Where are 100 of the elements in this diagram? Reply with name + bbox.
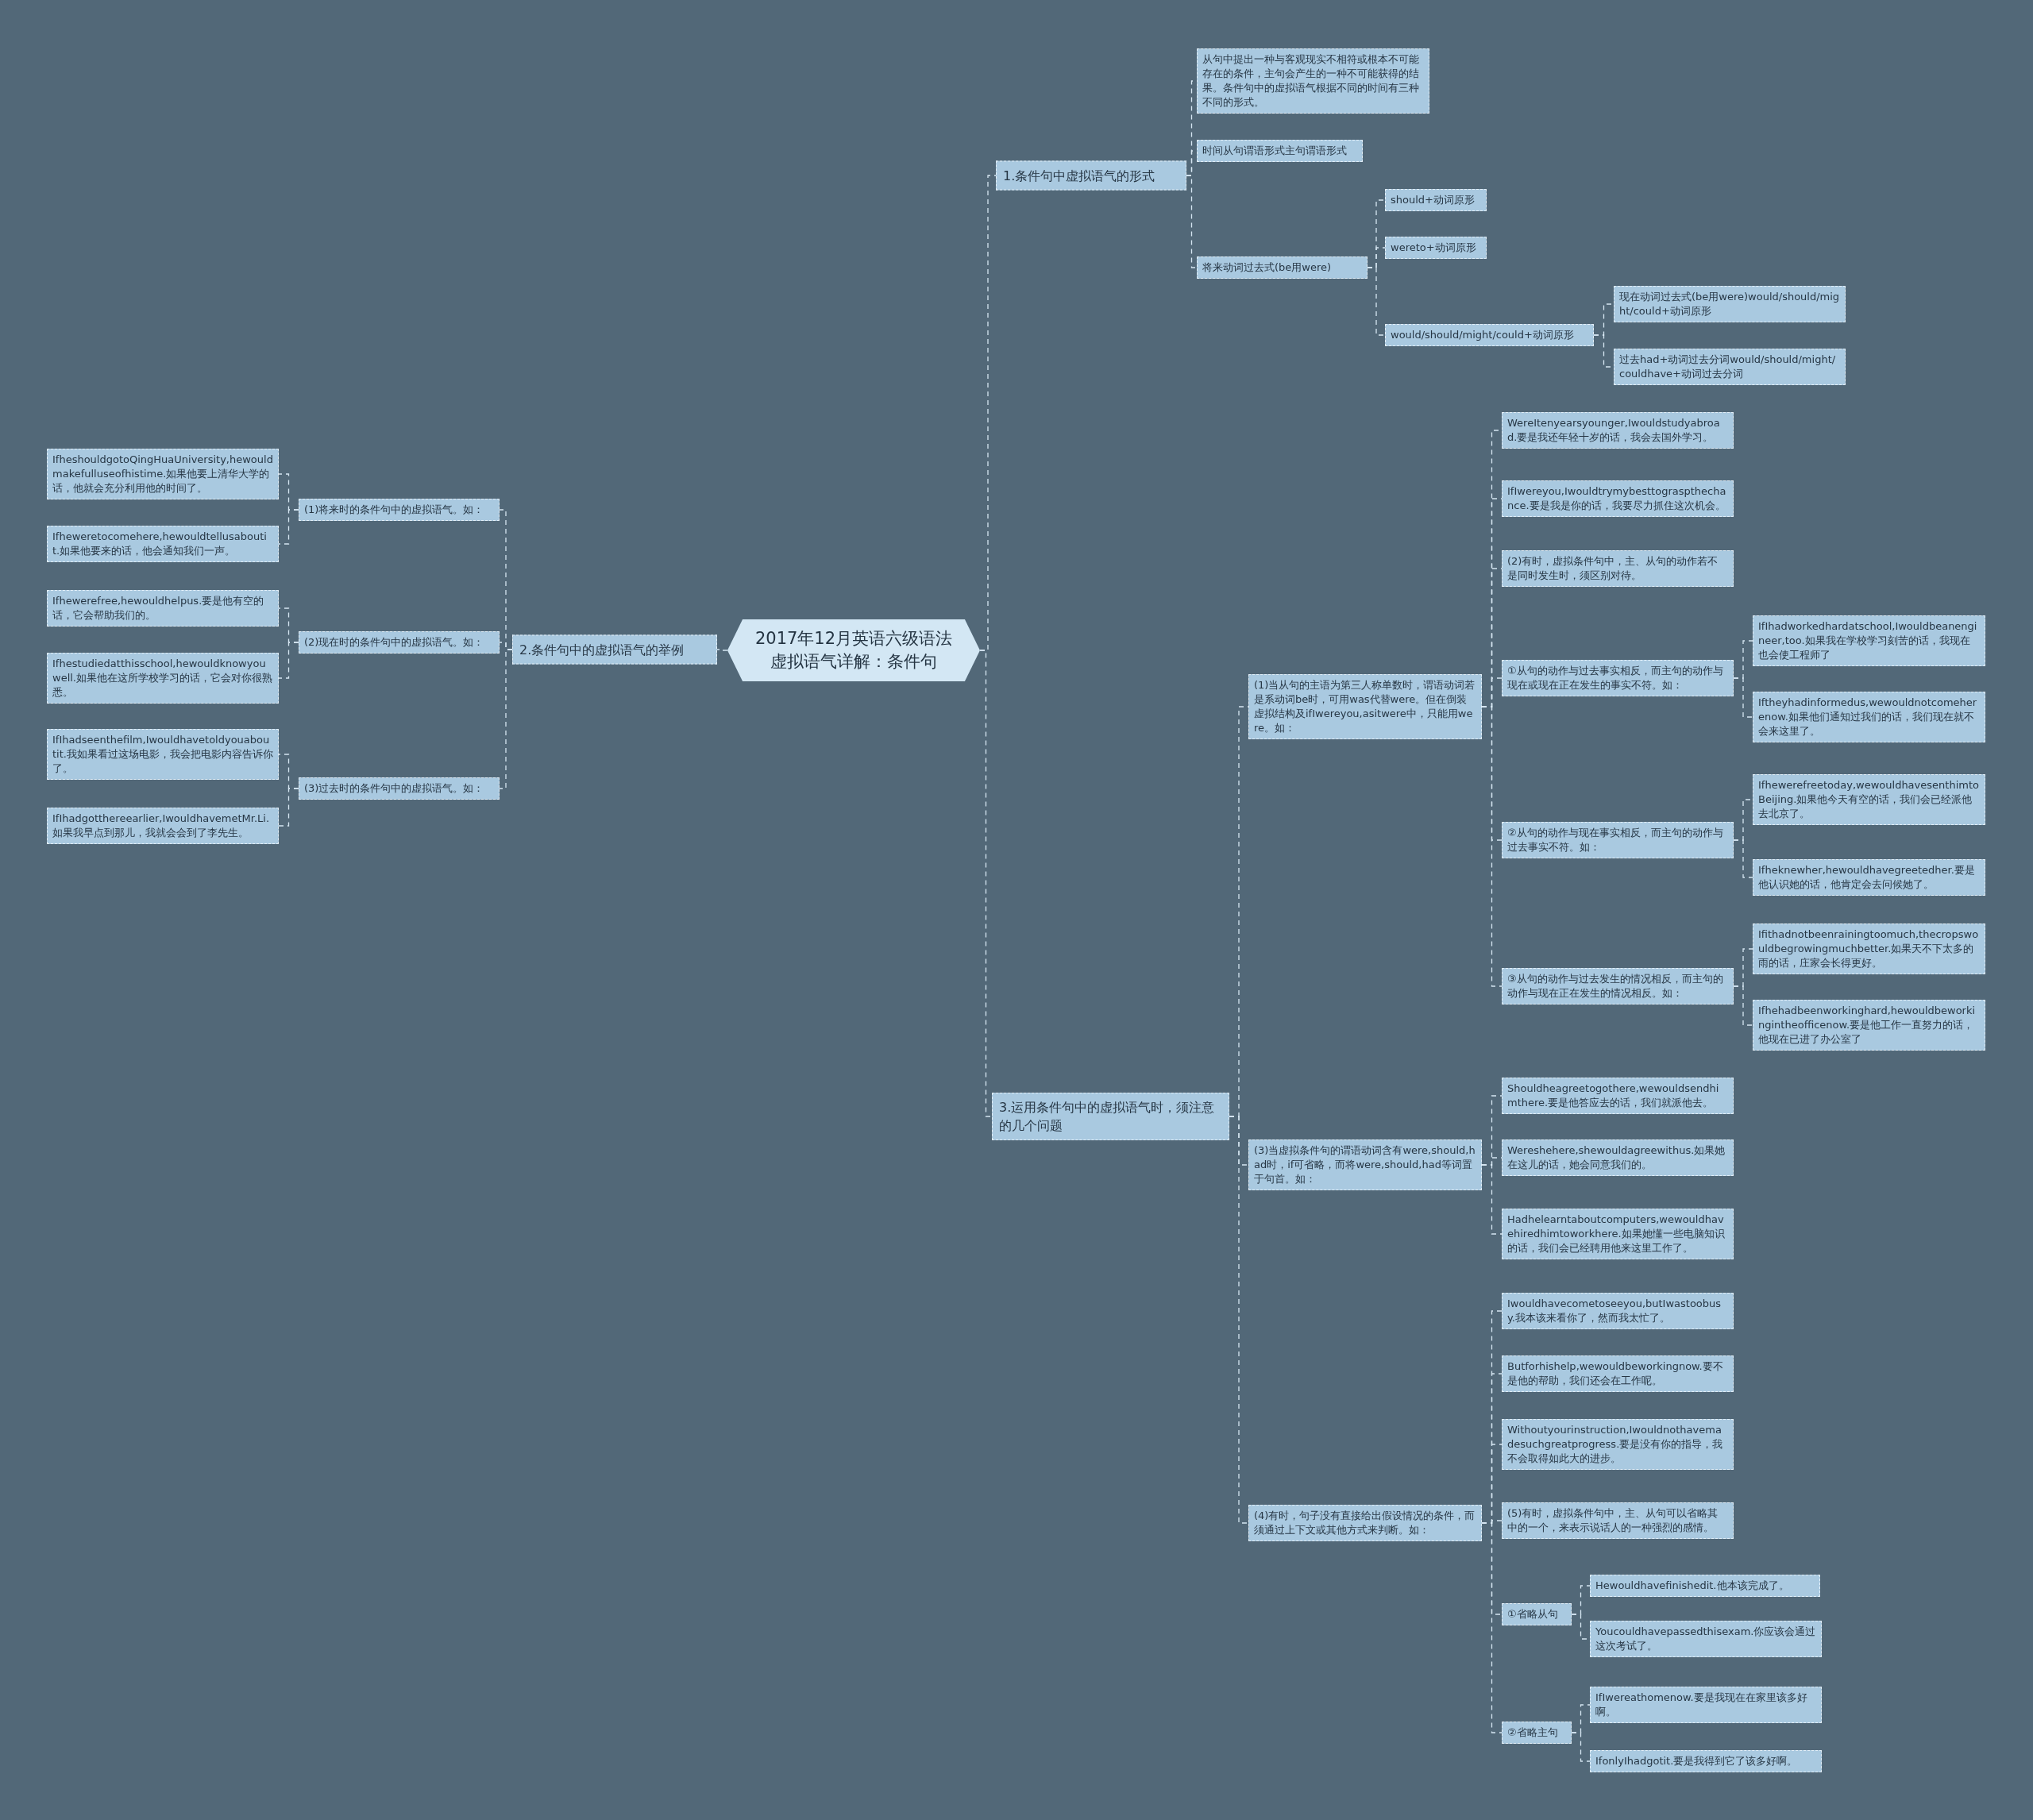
topic-text: ②省略主句 bbox=[1507, 1726, 1559, 1740]
topic-box bbox=[1248, 1139, 1482, 1190]
topic-text: 从句中提出一种与客观现实不相符或根本不可能存在的条件，主句会产生的一种不可能获得的结果。条件句中的虚拟语气根据不同的时间有三种不同的形式。 bbox=[1202, 52, 1420, 110]
topic-text: Ifithadnotbeenrainingtoomuch,thecropswouldbegrowingmuchbetter.如果天不下太多的雨的话，庄家会长得更好。 bbox=[1758, 927, 1980, 970]
topic-text: IfIhadworkedhardatschool,Iwouldbeanengineer,too.如果我在学校学习刻苦的话，我现在也会使工程师了 bbox=[1758, 619, 1978, 662]
topic-text: 1.条件句中虚拟语气的形式 bbox=[1003, 167, 1156, 185]
topic-box bbox=[299, 631, 500, 654]
topic-box bbox=[1385, 324, 1594, 346]
topic-text: Iwouldhavecometoseeyou,butIwastoobusy.我本该来看你了，然而我太忙了。 bbox=[1507, 1297, 1722, 1325]
connector-line bbox=[1481, 1522, 1503, 1733]
topic-text: (1)将来时的条件句中的虚拟语气。如： bbox=[304, 503, 485, 517]
topic-text: 现在动词过去式(be用were)would/should/might/could+动词原形 bbox=[1619, 290, 1840, 318]
topic-text: IfIwereyou,Iwouldtrymybesttograspthechance.要是我是你的话，我要尽力抓住这次机会。 bbox=[1507, 484, 1727, 513]
topic-text: 将来动词过去式(be用were) bbox=[1202, 260, 1333, 275]
topic-text: Ifhehadbeenworkinghard,hewouldbeworkingintheofficenow.要是他工作一直努力的话，他现在已进了办公室了 bbox=[1758, 1004, 1977, 1047]
topic-text: (3)当虚拟条件句的谓语动词含有were,should,had时，if可省略，而将were,should,had等词置于句首。如： bbox=[1254, 1143, 1476, 1186]
topic-box bbox=[1753, 923, 1985, 974]
topic-text: Ifheweretocomehere,hewouldtellusaboutit.如果他要来的话，他会通知我们一声。 bbox=[52, 530, 268, 558]
branch-topic-box bbox=[996, 160, 1186, 191]
connector-line bbox=[1367, 267, 1386, 336]
topic-box bbox=[1590, 1750, 1822, 1772]
topic-text: Iftheyhadinformedus,wewouldnotcomeherenow.如果他们通知过我们的话，我们现在就不会来这里了。 bbox=[1758, 696, 1978, 738]
topic-box bbox=[1385, 237, 1487, 259]
topic-box bbox=[1590, 1621, 1822, 1657]
connector-line bbox=[1733, 677, 1753, 718]
topic-text: ③从句的动作与过去发生的情况相反，而主句的动作与现在正在发生的情况相反。如： bbox=[1507, 972, 1724, 1001]
topic-box bbox=[1502, 550, 1734, 587]
topic-box bbox=[1753, 859, 1985, 896]
topic-text: Shouldheagreetogothere,wewouldsendhimthere.要是他答应去的话，我们就派他去。 bbox=[1507, 1082, 1720, 1110]
topic-box bbox=[1753, 1000, 1985, 1051]
topic-box bbox=[1753, 692, 1985, 742]
topic-box bbox=[1502, 968, 1734, 1004]
topic-box bbox=[1385, 189, 1487, 211]
topic-text: Ifhewerefreetoday,wewouldhavesenthimtoBeijing.如果他今天有空的话，我们会已经派他去北京了。 bbox=[1758, 778, 1980, 821]
topic-text: Ifhestudiedatthisschool,hewouldknowyouwell.如果他在这所学校学习的话，它会对你很熟悉。 bbox=[52, 657, 273, 700]
topic-text: (3)过去时的条件句中的虚拟语气。如： bbox=[304, 781, 485, 796]
topic-text: IfonlyIhadgotit.要是我得到它了该多好啊。 bbox=[1595, 1754, 1799, 1768]
connector-line bbox=[1571, 1732, 1591, 1762]
topic-box bbox=[1502, 1603, 1572, 1625]
topic-box bbox=[1753, 774, 1985, 825]
topic-box bbox=[299, 777, 500, 800]
topic-box bbox=[1502, 1722, 1572, 1744]
topic-text: Hadhelearntaboutcomputers,wewouldhavehiredhimtoworkhere.如果她懂一些电脑知识的话，我们会已经聘用他来这里工作了。 bbox=[1507, 1213, 1726, 1255]
topic-box bbox=[1197, 256, 1368, 279]
topic-box bbox=[1502, 480, 1734, 517]
topic-text: (5)有时，虚拟条件句中，主、从句可以省略其中的一个，来表示说话人的一种强烈的感情。 bbox=[1507, 1506, 1719, 1535]
connector-line bbox=[1733, 985, 1753, 1026]
topic-box bbox=[1753, 615, 1985, 666]
topic-box bbox=[1502, 1078, 1734, 1114]
topic-text: Ifhewerefree,hewouldhelpus.要是他有空的话，它会帮助我们的。 bbox=[52, 594, 265, 623]
topic-text: 时间从句谓语形式主句谓语形式 bbox=[1202, 144, 1348, 158]
topic-text: (2)现在时的条件句中的虚拟语气。如： bbox=[304, 635, 485, 650]
topic-box bbox=[1502, 1293, 1734, 1329]
topic-box bbox=[1197, 140, 1363, 162]
topic-box bbox=[1502, 1502, 1734, 1539]
topic-text: Hewouldhavefinishedit.他本该完成了。 bbox=[1595, 1579, 1790, 1593]
connector-line bbox=[716, 649, 728, 651]
topic-text: Butforhishelp,wewouldbeworkingnow.要不是他的帮助，我们还会在工作呢。 bbox=[1507, 1359, 1724, 1388]
topic-text: (4)有时，句子没有直接给出假设情况的条件，而须通过上下文或其他方式来判断。如： bbox=[1254, 1509, 1476, 1537]
topic-text: IfIhadgotthereearlier,IwouldhavemetMr.Li.如果我早点到那儿，我就会会到了李先生。 bbox=[52, 812, 271, 840]
topic-box bbox=[1502, 1355, 1734, 1392]
topic-box bbox=[47, 526, 279, 562]
topic-box bbox=[1590, 1575, 1820, 1597]
connector-line bbox=[278, 509, 299, 545]
topic-box bbox=[1248, 674, 1482, 739]
connector-line bbox=[1186, 175, 1198, 268]
topic-text: (2)有时，虚拟条件句中，主、从句的动作若不是同时发生时，须区别对待。 bbox=[1507, 554, 1719, 583]
connector-line bbox=[1481, 1164, 1503, 1235]
topic-box bbox=[47, 590, 279, 627]
topic-text: ②从句的动作与现在事实相反，而主句的动作与过去事实不符。如： bbox=[1507, 826, 1724, 854]
connector-line bbox=[1733, 839, 1753, 878]
topic-text: wereto+动词原形 bbox=[1391, 241, 1477, 255]
topic-box bbox=[1248, 1505, 1482, 1541]
topic-box bbox=[47, 808, 279, 844]
topic-box bbox=[1502, 822, 1734, 858]
topic-box bbox=[1502, 1139, 1734, 1176]
connector-line bbox=[499, 649, 513, 789]
topic-box bbox=[1614, 286, 1846, 322]
topic-box bbox=[1502, 412, 1734, 449]
branch-topic-box bbox=[992, 1093, 1229, 1140]
topic-text: IfIwereathomenow.要是我现在在家里该多好啊。 bbox=[1595, 1691, 1808, 1719]
topic-box bbox=[1502, 660, 1734, 696]
topic-text: would/should/might/could+动词原形 bbox=[1391, 328, 1575, 342]
connector-line bbox=[979, 650, 993, 1117]
topic-text: Wereshehere,shewouldagreewithus.如果她在这儿的话，她会同意我们的。 bbox=[1507, 1143, 1726, 1172]
connector-line bbox=[278, 788, 299, 827]
topic-text: WereItenyearsyounger,Iwouldstudyabroad.要是我还年轻十岁的话，我会去国外学习。 bbox=[1507, 416, 1721, 445]
topic-text: IfIhadseenthefilm,Iwouldhavetoldyouaboutit.我如果看过这场电影，我会把电影内容告诉你了。 bbox=[52, 733, 273, 776]
topic-box bbox=[47, 729, 279, 780]
connector-line bbox=[278, 642, 299, 679]
topic-text: 3.运用条件句中的虚拟语气时，须注意的几个问题 bbox=[999, 1099, 1216, 1135]
topic-box bbox=[1502, 1419, 1734, 1470]
topic-box bbox=[1614, 349, 1846, 385]
topic-box bbox=[47, 449, 279, 499]
topic-text: ①从句的动作与过去事实相反，而主句的动作与现在或现在正在发生的事实不符。如： bbox=[1507, 664, 1724, 692]
topic-box bbox=[299, 499, 500, 521]
topic-text: 2.条件句中的虚拟语气的举例 bbox=[519, 641, 685, 659]
topic-box bbox=[1197, 48, 1429, 114]
topic-text: ①省略从句 bbox=[1507, 1607, 1559, 1621]
topic-text: 2017年12月英语六级语法虚拟语气详解：条件句 bbox=[754, 628, 954, 673]
